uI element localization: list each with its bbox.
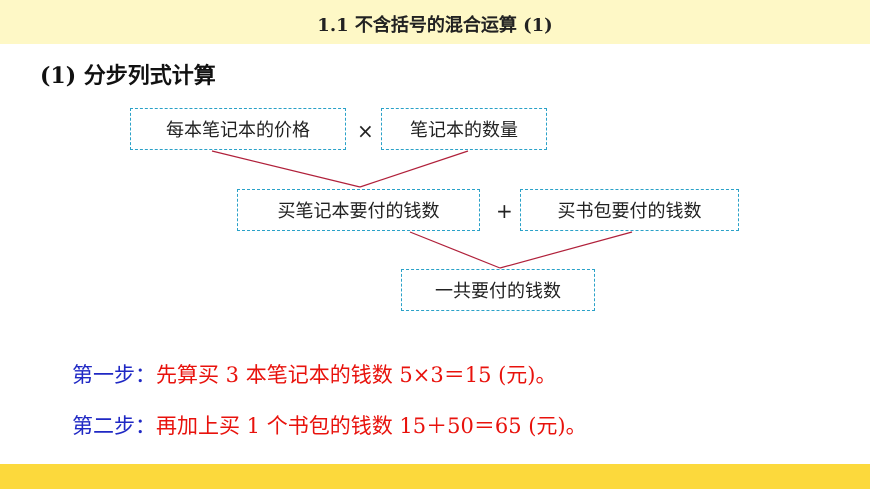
step-one-label: 第一步： <box>72 363 156 387</box>
connector-notebook <box>409 231 501 269</box>
section-heading: (1) 分步列式计算 <box>40 63 216 89</box>
footer-bar <box>0 464 870 489</box>
connector-price <box>211 150 361 188</box>
step-one-text: 先算买 3 本笔记本的钱数 5×3＝15 (元)。 <box>156 363 557 387</box>
step-two: 第二步：再加上买 1 个书包的钱数 15＋50＝65 (元)。 <box>72 410 587 440</box>
step-two-label: 第二步： <box>72 414 156 438</box>
box-price-per-notebook: 每本笔记本的价格 <box>130 108 346 150</box>
connector-count <box>359 150 469 188</box>
box-notebook-count: 笔记本的数量 <box>381 108 547 150</box>
step-two-text: 再加上买 1 个书包的钱数 15＋50＝65 (元)。 <box>156 414 587 438</box>
header-bar: 1.1 不含括号的混合运算 (1) <box>0 0 870 44</box>
step-one: 第一步：先算买 3 本笔记本的钱数 5×3＝15 (元)。 <box>72 359 557 389</box>
box-total-cost: 一共要付的钱数 <box>401 269 595 311</box>
page-title: 1.1 不含括号的混合运算 (1) <box>317 15 553 36</box>
plus-operator: + <box>496 199 513 223</box>
times-operator: × <box>357 119 374 143</box>
box-bag-cost: 买书包要付的钱数 <box>520 189 739 231</box>
box-notebook-cost: 买笔记本要付的钱数 <box>237 189 480 231</box>
connector-bag <box>499 231 633 269</box>
